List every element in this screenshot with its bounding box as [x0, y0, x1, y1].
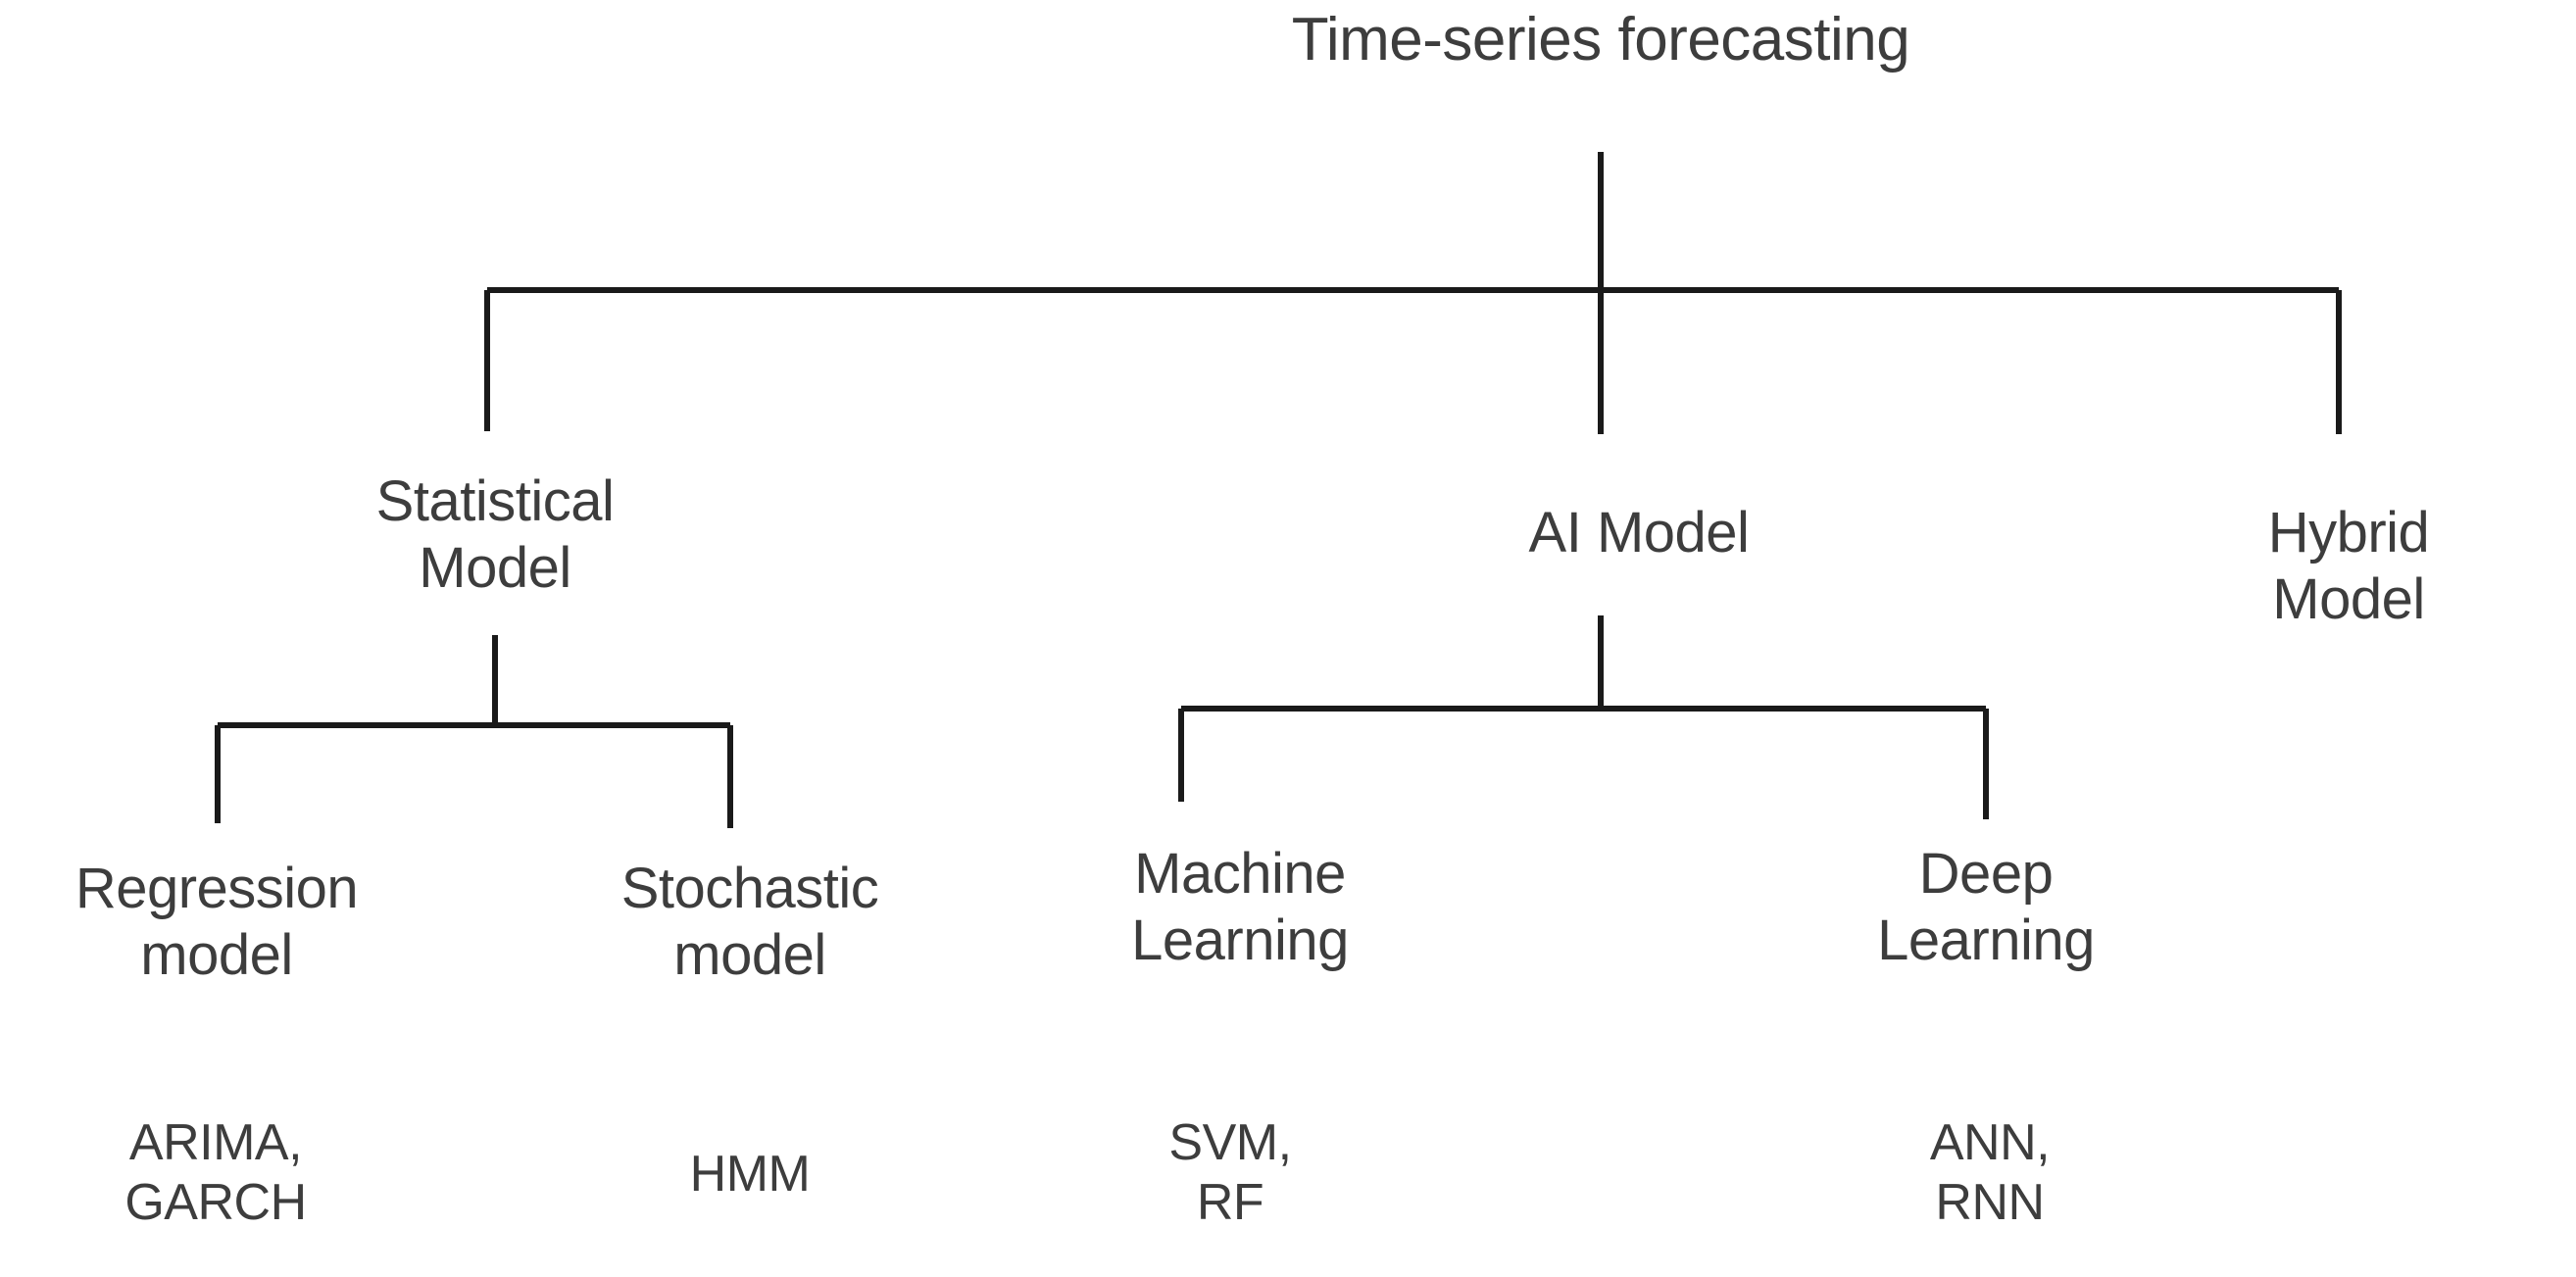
node-ai-model[interactable]: AI Model: [1528, 501, 1750, 565]
leaf-ann-rnn[interactable]: ANN, RNN: [1929, 1114, 2051, 1232]
node-root[interactable]: Time-series forecasting: [1291, 6, 1910, 74]
leaf-hmm[interactable]: HMM: [689, 1146, 811, 1203]
node-stochastic-model[interactable]: Stochastic model: [620, 857, 879, 988]
node-regression-model[interactable]: Regression model: [74, 857, 359, 988]
node-hybrid-model[interactable]: Hybrid Model: [2267, 501, 2430, 632]
node-statistical-model[interactable]: Statistical Model: [375, 469, 615, 601]
node-deep-learning[interactable]: Deep Learning: [1877, 842, 2095, 973]
leaf-svm-rf[interactable]: SVM, RF: [1168, 1114, 1292, 1232]
node-machine-learning[interactable]: Machine Learning: [1131, 842, 1349, 973]
leaf-arima-garch[interactable]: ARIMA, GARCH: [124, 1114, 307, 1232]
